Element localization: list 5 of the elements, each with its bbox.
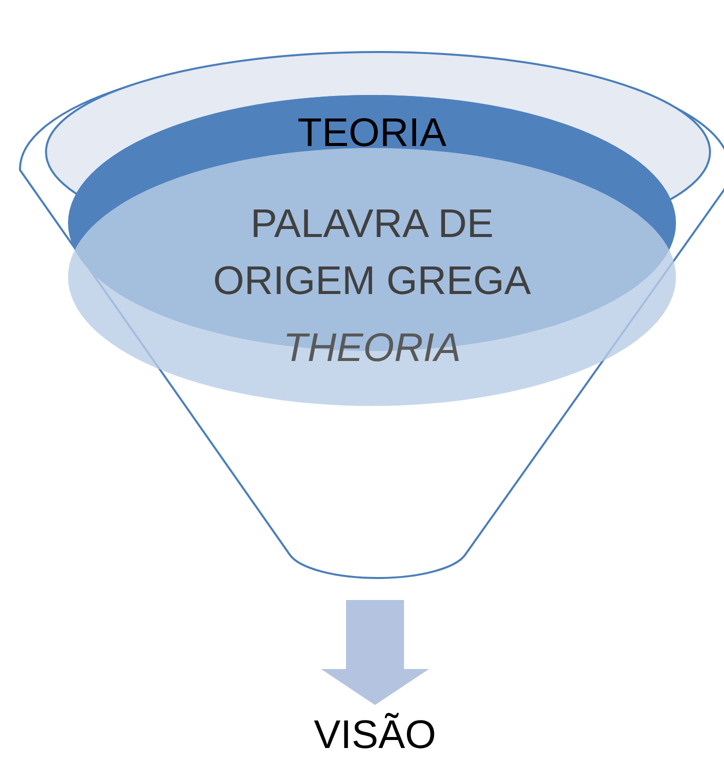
funnel-text: PALAVRA DE ORIGEM GREGA [213, 202, 531, 303]
result-label: VISÃO [314, 713, 436, 757]
funnel-text: THEORIA [283, 326, 461, 370]
block-arrow [321, 600, 429, 705]
funnel-text: TEORIA [298, 111, 446, 155]
